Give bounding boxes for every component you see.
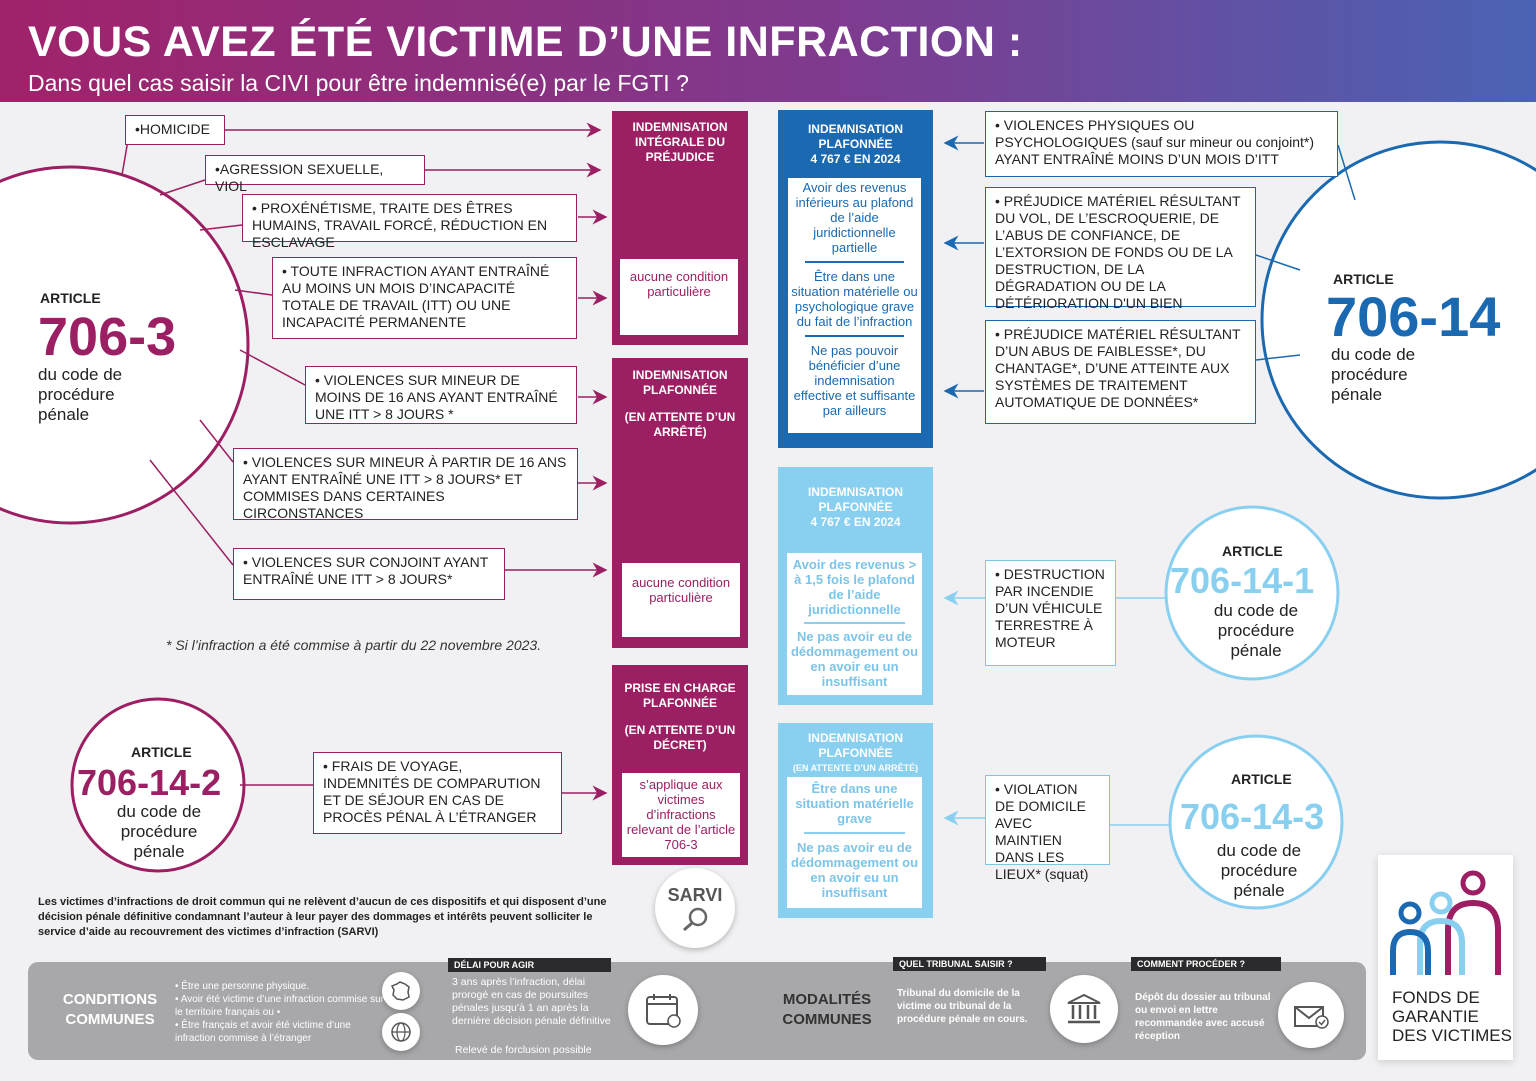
- france-map-icon: [382, 972, 420, 1010]
- column-prise-note: (EN ATTENTE D’UN DÉCRET): [624, 723, 736, 752]
- tribunal-text: Tribunal du domicile de la victime ou tr…: [897, 988, 1028, 1025]
- page-title: VOUS AVEZ ÉTÉ VICTIME D’UNE INFRACTION :: [28, 18, 1023, 66]
- proceder-label: COMMENT PROCÉDER ?: [1131, 957, 1281, 971]
- connector-lines: [0, 122, 1536, 910]
- logo-line: DES VICTIMES: [1392, 1026, 1512, 1045]
- article-706-14-1-label: ARTICLE: [1222, 543, 1283, 559]
- column-light1-conditions: Avoir des revenus > à 1,5 fois le plafon…: [787, 553, 922, 695]
- article-706-14-2-text: du code de procédure pénale: [116, 802, 202, 861]
- condition-item: • Être français et avoir été victime d’u…: [175, 1020, 351, 1044]
- conditions-communes-title: CONDITIONS COMMUNES: [62, 991, 158, 1028]
- light2-condition: Être dans une situation matérielle grave: [795, 781, 914, 826]
- magnifier-icon: [683, 907, 708, 931]
- column-plafonnee-m-title: INDEMNISATION PLAFONNÉE: [632, 368, 728, 397]
- article-706-3-text: du code de procédure pénale: [38, 365, 123, 424]
- article-706-14-label: ARTICLE: [1333, 271, 1394, 287]
- footnote: * Si l’infraction a été commise à partir…: [166, 637, 542, 653]
- blue-condition: Être dans une situation matérielle ou ps…: [791, 269, 918, 329]
- conditions-communes-list: • Être une personne physique. • Avoir ét…: [175, 980, 385, 1045]
- globe-icon: [382, 1013, 420, 1051]
- column-light2-note: (EN ATTENTE D’UN ARRÊTÉ): [792, 763, 919, 773]
- article-706-14-2-label: ARTICLE: [131, 744, 192, 760]
- header-banner: [0, 0, 1536, 102]
- item-violences-mineur-16-plus: • VIOLENCES SUR MINEUR À PARTIR DE 16 AN…: [233, 448, 578, 521]
- courthouse-icon: [1050, 975, 1118, 1043]
- tribunal-label: QUEL TRIBUNAL SAISIR ?: [893, 957, 1046, 971]
- item-prejudice-vol: • PRÉJUDICE MATÉRIEL RÉSULTANT DU VOL, D…: [985, 187, 1256, 311]
- article-706-3-label: ARTICLE: [40, 290, 101, 306]
- article-706-14-3-label: ARTICLE: [1231, 771, 1292, 787]
- item-proxenetisme: • PROXÉNÉTISME, TRAITE DES ÊTRES HUMAINS…: [242, 194, 577, 250]
- light1-condition: Avoir des revenus > à 1,5 fois le plafon…: [792, 557, 917, 617]
- article-706-14-2-number: 706-14-2: [77, 762, 222, 803]
- envelope-check-icon: [1278, 982, 1344, 1048]
- condition-item: • Avoir été victime d’une infraction com…: [175, 994, 384, 1018]
- light2-condition: Ne pas avoir eu de dédommagement ou en a…: [790, 840, 919, 900]
- column-plafonnee-m-condition: aucune condition particulière: [622, 563, 740, 637]
- item-prejudice-faiblesse: • PRÉJUDICE MATÉRIEL RÉSULTANT D’UN ABUS…: [985, 320, 1256, 424]
- fgv-logo[interactable]: FONDS DE GARANTIE DES VICTIMES: [1378, 855, 1513, 1060]
- delai-label: DÉLAI POUR AGIR: [448, 958, 611, 972]
- delai-text: 3 ans après l’infraction, délai prorogé …: [452, 976, 611, 1027]
- proceder-text: Dépôt du dossier au tribunal ou envoi en…: [1135, 992, 1271, 1042]
- logo-line: GARANTIE: [1392, 1007, 1479, 1026]
- article-706-14-1-number: 706-14-1: [1170, 560, 1315, 601]
- column-light2-title: INDEMNISATION PLAFONNÉE: [807, 731, 904, 760]
- article-706-14-3-text: du code de procédure pénale: [1216, 841, 1302, 900]
- column-light1-title: INDEMNISATION PLAFONNÉE: [807, 485, 904, 514]
- column-integrale-title: INDEMNISATION INTÉGRALE DU PRÉJUDICE: [632, 120, 728, 164]
- light1-condition: Ne pas avoir eu de dédommagement ou en a…: [790, 629, 919, 689]
- page-subtitle: Dans quel cas saisir la CIVI pour être i…: [28, 70, 689, 96]
- sarvi-text: Les victimes d’infractions de droit comm…: [38, 896, 607, 938]
- column-plafonnee-m-note: (EN ATTENTE D’UN ARRÊTÉ): [624, 410, 736, 439]
- item-frais-voyage: • FRAIS DE VOYAGE, INDEMNITÉS DE COMPARU…: [313, 752, 562, 834]
- releve-forclusion: Relevé de forclusion possible: [455, 1044, 592, 1056]
- item-agression-sexuelle: •AGRESSION SEXUELLE, VIOL: [205, 155, 425, 194]
- column-prise-condition: s’applique aux victimes d’infractions re…: [622, 773, 740, 857]
- fgv-logo-icon: [1390, 870, 1501, 975]
- item-violences-conjoint: • VIOLENCES SUR CONJOINT AYANT ENTRAÎNÉ …: [233, 548, 505, 600]
- blue-condition: Avoir des revenus inférieurs au plafond …: [795, 180, 914, 255]
- item-violences-physiques: • VIOLENCES PHYSIQUES OU PSYCHOLOGIQUES …: [985, 111, 1338, 177]
- sarvi-badge[interactable]: SARVI: [655, 868, 735, 948]
- article-706-14-text: du code de procédure pénale: [1331, 345, 1416, 404]
- column-light1-amount: 4 767 € EN 2024: [810, 515, 901, 529]
- item-violences-mineur-16: • VIOLENCES SUR MINEUR DE MOINS DE 16 AN…: [305, 366, 577, 424]
- item-violation-domicile: • VIOLATION DE DOMICILE AVEC MAINTIEN DA…: [985, 775, 1110, 882]
- column-light2-conditions: Être dans une situation matérielle grave…: [787, 777, 922, 908]
- column-blue-amount: 4 767 € EN 2024: [810, 152, 901, 166]
- column-blue-conditions: Avoir des revenus inférieurs au plafond …: [788, 178, 921, 433]
- column-prise-title: PRISE EN CHARGE PLAFONNÉE: [624, 681, 736, 710]
- column-blue-title: INDEMNISATION PLAFONNÉE: [807, 122, 904, 151]
- calendar-icon: [628, 975, 698, 1045]
- sarvi-label: SARVI: [667, 884, 723, 905]
- item-homicide: •HOMICIDE: [125, 115, 225, 145]
- condition-item: • Être une personne physique.: [175, 981, 310, 992]
- item-destruction-incendie: • DESTRUCTION PAR INCENDIE D’UN VÉHICULE…: [985, 560, 1116, 666]
- logo-line: FONDS DE: [1392, 988, 1480, 1007]
- article-706-14-number: 706-14: [1326, 285, 1501, 348]
- article-706-14-1-text: du code de procédure pénale: [1213, 601, 1299, 660]
- item-itt-un-mois: • TOUTE INFRACTION AYANT ENTRAÎNÉ AU MOI…: [272, 257, 577, 339]
- blue-condition: Ne pas pouvoir bénéficier d’une indemnis…: [793, 343, 916, 418]
- article-706-14-3-number: 706-14-3: [1180, 796, 1325, 837]
- column-integrale-condition: aucune condition particulière: [620, 259, 738, 335]
- modalites-title: MODALITÉS COMMUNES: [782, 991, 872, 1028]
- article-706-3-number: 706-3: [38, 307, 177, 367]
